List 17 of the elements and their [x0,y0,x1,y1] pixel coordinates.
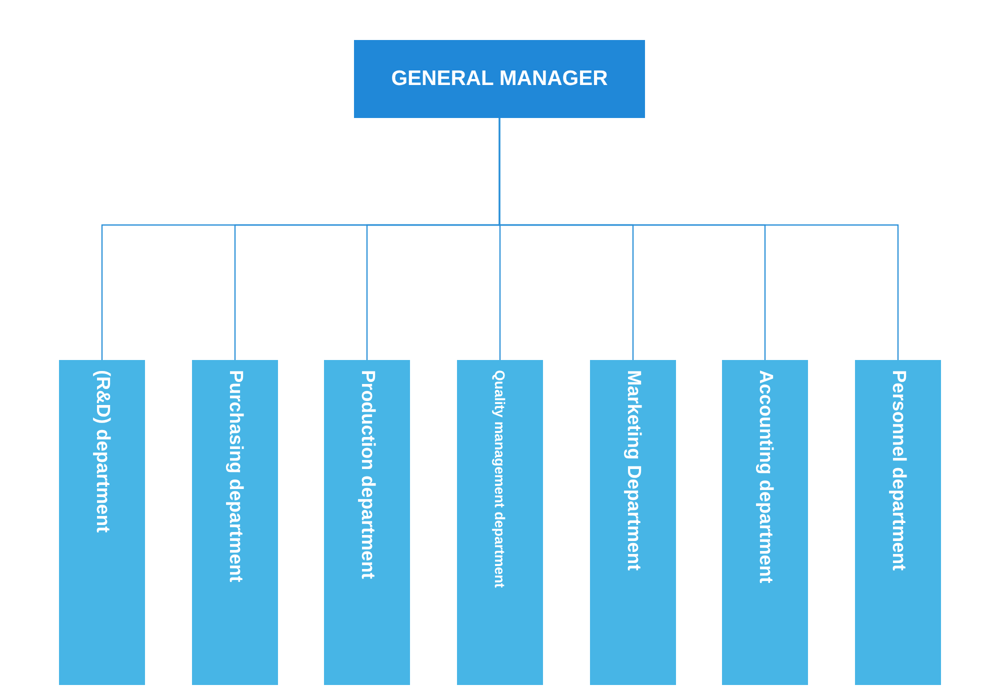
department-box [457,360,543,685]
department-label: Marketing Department [622,370,644,571]
department-box [324,360,410,685]
department-box [59,360,145,685]
department-label: Production department [356,370,378,580]
department-box [855,360,941,685]
department-label: Accounting department [754,370,776,584]
department-label: Personnel department [887,370,909,571]
department-label: Purchasing department [224,370,246,582]
department-label: Quality management department [492,370,508,588]
manager-title: GENERAL MANAGER [391,67,608,91]
department-label: (R&D) department [91,370,113,533]
department-box [192,360,278,685]
manager-box [354,40,645,118]
department-box [590,360,676,685]
connector-line [498,118,899,360]
department-box [722,360,808,685]
